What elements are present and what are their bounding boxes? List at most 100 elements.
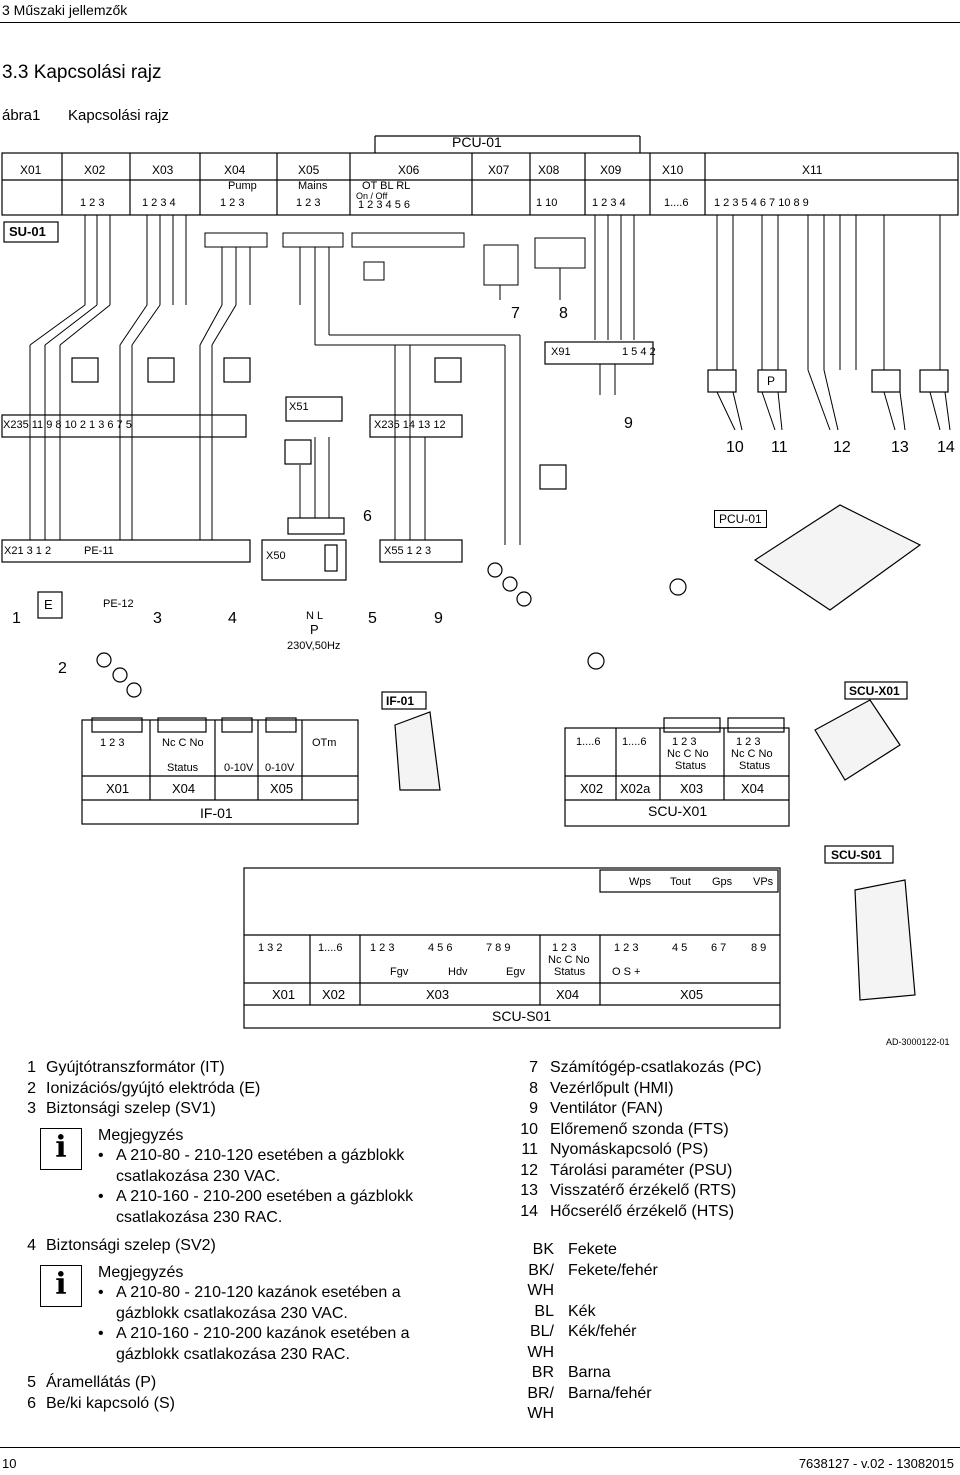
conn-x10: X10 [662,163,684,177]
part-8: 8 [559,305,568,322]
legend-text: Számítógép-csatlakozás (PC) [550,1059,762,1076]
legend-text: Hőcserélő érzékelő (HTS) [550,1202,735,1220]
scux01-x03: X03 [680,781,704,796]
conn-x01: X01 [20,163,42,177]
scus01-pins-x05a: 1 2 3 [614,942,639,954]
note-box: i Megjegyzés •A 210-80 - 210-120 kazánok… [40,1263,484,1366]
pins-x05: 1 2 3 [296,197,321,209]
legend-text: Vezérlőpult (HMI) [550,1079,674,1097]
legend-item: 14 Hőcserélő érzékelő (HTS) [508,1202,948,1223]
if01-name: IF-01 [200,805,233,821]
color-name: Fekete/fehér [568,1261,658,1279]
x51: X51 [289,401,309,413]
scux01-x03-nc: Nc C No [667,748,709,760]
note-title: Megjegyzés [98,1263,184,1281]
color-code: BR [531,1364,554,1381]
if01-x01-pins: 1 2 3 [100,737,125,749]
if01-010v-a: 0-10V [224,762,254,774]
pins-x01: 1 2 3 [80,197,105,209]
part-2: 2 [58,660,67,677]
scus01-x02: X02 [322,987,346,1002]
legend-item: 10 Előremenő szonda (FTS) [508,1120,948,1141]
color-name: Fekete [568,1241,617,1258]
scux01-x04-status: Status [739,760,771,772]
legend-text: Visszatérő érzékelő (RTS) [550,1182,737,1199]
color-code: BL/ WH [527,1323,554,1361]
legend-text: Biztonsági szelep (SV1) [46,1100,216,1117]
ot-sub: On / Off [356,191,388,201]
scux01-x03-status: Status [675,760,707,772]
note-bullet: •A 210-80 - 210-120 esetében a gázblokk … [98,1146,418,1187]
pins-x08: 1 10 [536,197,558,209]
scux01-title: SCU-X01 [849,684,900,698]
conn-x11: X11 [802,163,823,177]
note-bullet: •A 210-160 - 210-200 esetében a gázblokk… [98,1187,418,1228]
part-e: E [44,597,53,612]
legend-num: 6 [27,1394,36,1412]
if01-x04: X04 [172,781,196,796]
conn-x03: X03 [152,163,174,177]
sensor-13: 13 [891,439,909,456]
sensor-11: 11 [771,439,788,456]
scux01-x02-pins: 1....6 [576,736,601,748]
pcu-board-label: PCU-01 [714,510,767,528]
scus01-gps: Gps [712,876,733,888]
scus01-pins-x03c: 7 8 9 [486,942,511,954]
legend-item: 3 Biztonsági szelep (SV1) [14,1099,484,1120]
legend-num: 3 [27,1100,36,1117]
legend-num: 4 [27,1237,36,1254]
legend-text: Előremenő szonda (FTS) [550,1120,729,1138]
mains-label: Mains [298,180,328,192]
scus01-pins-x05b: 4 5 [672,942,688,954]
legend-text: Ventilátor (FAN) [550,1100,663,1117]
conn-x08: X08 [538,163,560,177]
color-name: Barna/fehér [568,1384,652,1402]
legend-text: Ionizációs/gyújtó elektróda (E) [46,1079,261,1097]
power-nl: N L [306,610,324,622]
scux01-name: SCU-X01 [648,803,708,819]
conn-x02: X02 [84,163,106,177]
x91: X91 [551,346,571,358]
legend-num: 10 [520,1120,538,1138]
info-icon: i [40,1264,82,1307]
pump-label: Pump [228,180,257,192]
x235-left: X235 11 9 8 10 2 1 3 6 7 5 [3,419,132,431]
color-code-item: BR/ WH Barna/fehér [508,1384,948,1425]
scus01-nc: Nc C No [548,954,590,966]
scus01-pins-x03b: 4 5 6 [428,942,453,954]
pins-x11: 1 2 3 5 4 6 7 10 8 9 [714,197,809,209]
legend-num: 5 [27,1374,36,1391]
legend-num: 14 [520,1202,538,1220]
x55: X55 1 2 3 [384,545,432,557]
color-code: BR/ WH [527,1384,554,1423]
scus01-status: Status [554,966,586,978]
scus01-x03: X03 [426,987,450,1002]
scus01-x05: X05 [680,987,704,1002]
note-title: Megjegyzés [98,1126,184,1144]
x50: X50 [266,550,286,562]
header-rule [0,22,960,23]
conn-x04: X04 [224,163,246,177]
note-box: i Megjegyzés •A 210-80 - 210-120 esetébe… [40,1126,484,1229]
conn-x05: X05 [298,163,320,177]
wiring-diagram: X01 X02 X03 X04 X05 X06 X07 X08 X09 X10 … [1,135,959,1029]
scux01-x02: X02 [580,781,604,796]
legend-num: 9 [529,1100,538,1117]
if01-title: IF-01 [386,694,415,708]
conn-x09: X09 [600,163,622,177]
scus01-tout: Tout [670,876,691,888]
scus01-wps: Wps [629,876,651,888]
if01-status: Status [167,762,199,774]
color-code: BL [534,1302,554,1320]
if01-x05: X05 [270,781,294,796]
part-6: 6 [363,508,372,525]
